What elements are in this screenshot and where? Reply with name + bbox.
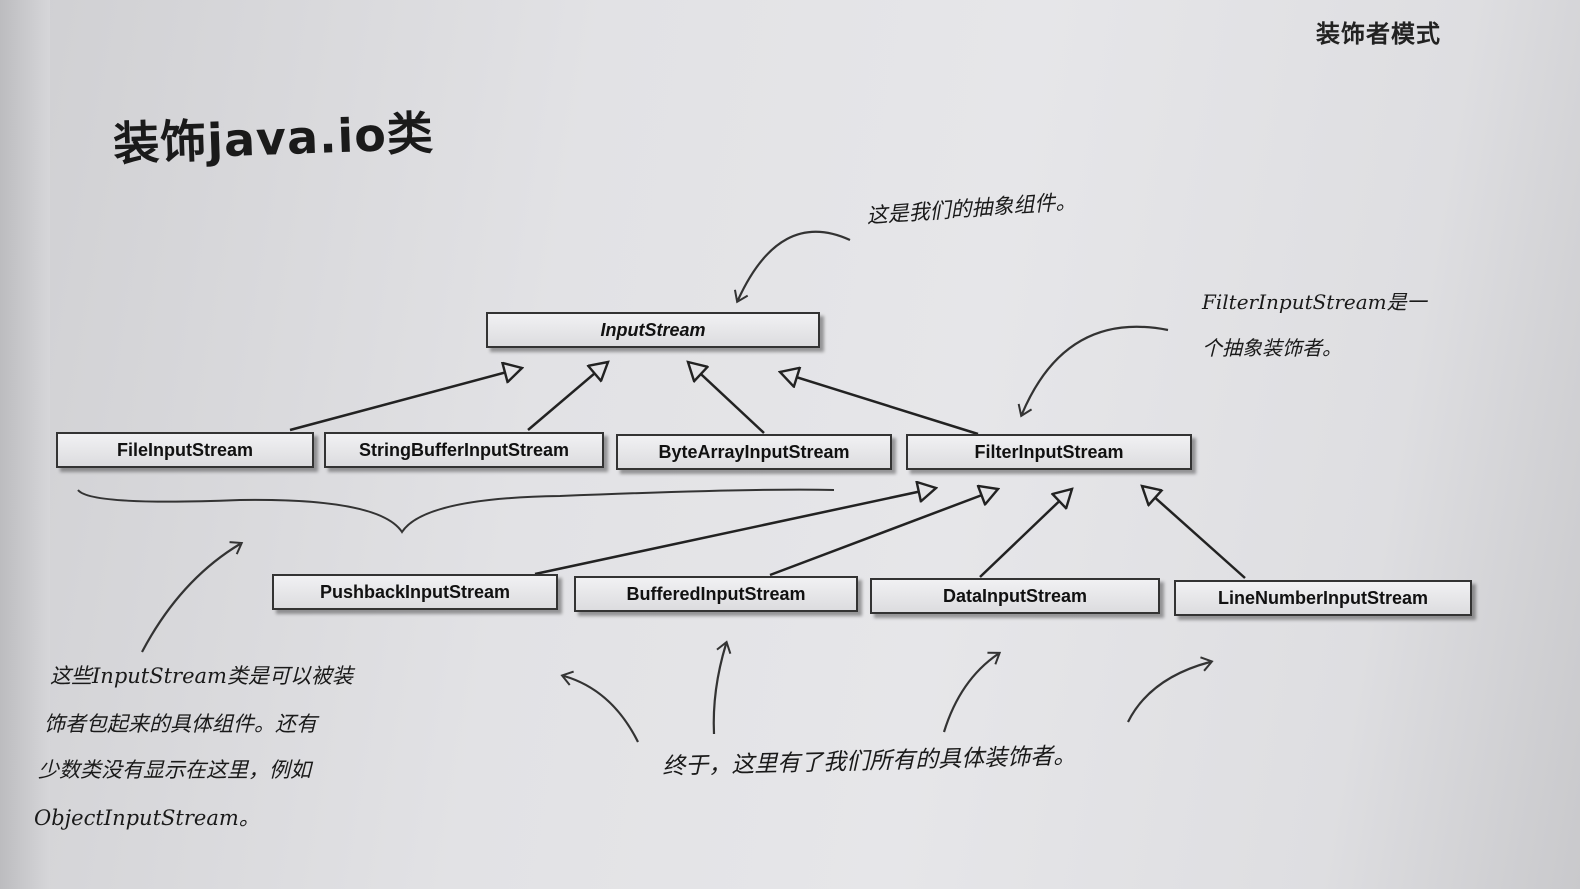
class-box-linenumberinputstream: LineNumberInputStream [1174, 580, 1472, 616]
class-box-datainputstream: DataInputStream [870, 578, 1160, 614]
class-box-bufferedinputstream: BufferedInputStream [574, 576, 858, 612]
arrow-abstract-component [733, 230, 851, 304]
page-header: 装饰者模式 [1316, 20, 1441, 48]
edge-pushback-to-filter [534, 488, 936, 576]
arrow-decorator-linenumber [1127, 656, 1214, 723]
class-box-filterinputstream: FilterInputStream [906, 434, 1192, 470]
arrow-abstract-decorator [1017, 325, 1169, 418]
class-box-pushbackinputstream: PushbackInputStream [272, 574, 558, 610]
note-abstract-decorator-line2: 个抽象装饰者。 [1202, 336, 1342, 360]
page-edge [0, 0, 50, 889]
edge-stringbuffer-to-inputstream [527, 362, 608, 431]
class-box-bytearrayinputstream: ByteArrayInputStream [616, 434, 892, 470]
edge-data-to-filter [979, 489, 1072, 578]
note-concrete-components-line2: 饰者包起来的具体组件。还有 [44, 712, 317, 736]
edge-file-to-inputstream [289, 368, 522, 432]
brace [77, 488, 835, 534]
note-concrete-components-line1: 这些InputStream类是可以被装 [50, 664, 353, 688]
edge-linenumber-to-filter [1142, 486, 1246, 579]
class-box-stringbufferinputstream: StringBufferInputStream [324, 432, 604, 468]
arrow-decorator-data [942, 651, 1002, 733]
edge-buffered-to-filter [769, 489, 998, 577]
arrow-decorator-pushback [560, 670, 639, 743]
arrow-decorator-buffered [712, 640, 732, 735]
edge-filter-to-inputstream [780, 372, 979, 436]
class-box-fileinputstream: FileInputStream [56, 432, 314, 468]
class-box-inputstream: InputStream [486, 312, 820, 348]
note-concrete-components-line3: 少数类没有显示在这里，例如 [38, 758, 311, 782]
note-abstract-decorator-line1: FilterInputStream是一 [1202, 290, 1427, 314]
note-concrete-components-line4: ObjectInputStream。 [34, 806, 260, 830]
arrow-concrete-components [141, 541, 244, 653]
edge-bytearray-to-inputstream [688, 362, 765, 434]
